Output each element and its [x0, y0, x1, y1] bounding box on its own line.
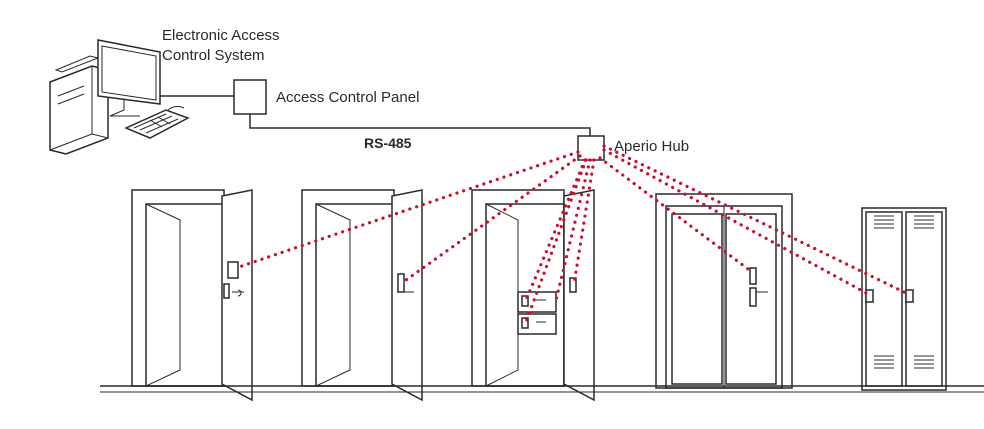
locker-icon	[861, 207, 947, 391]
door-icon	[131, 189, 253, 402]
hub-label: Aperio Hub	[614, 138, 689, 155]
system-label-line1: Electronic Access	[162, 27, 280, 44]
monitor-icon	[97, 39, 161, 117]
lock-icon	[521, 295, 529, 307]
door-icon	[471, 189, 595, 402]
lock-icon	[569, 277, 577, 293]
lock-icon	[865, 289, 874, 303]
door-icon	[301, 189, 423, 402]
keyboard-icon	[124, 105, 190, 139]
panel-label: Access Control Panel	[276, 89, 419, 106]
system-label-line2: Control System	[162, 47, 265, 64]
lock-icon	[227, 261, 239, 279]
lock-icon	[521, 317, 529, 329]
computer-icon	[49, 55, 109, 155]
access-control-panel	[233, 79, 267, 115]
lock-icon	[749, 267, 757, 285]
aperio-hub	[577, 135, 605, 161]
wireless-links	[234, 144, 910, 324]
bus-label: RS-485	[364, 135, 412, 151]
lock-icon	[905, 289, 914, 303]
double-door-icon	[655, 193, 793, 389]
lock-icon	[397, 273, 405, 293]
